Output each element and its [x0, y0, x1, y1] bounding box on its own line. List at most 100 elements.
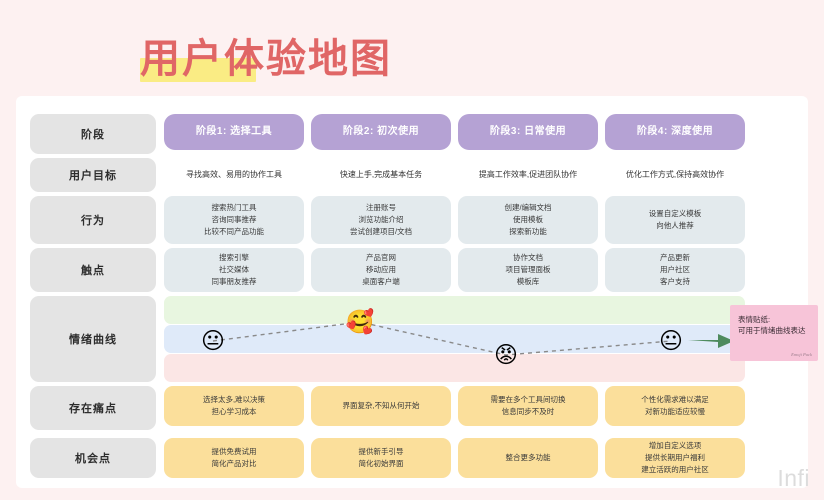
stage-header-3[interactable]: 阶段3: 日常使用 — [458, 114, 598, 150]
row-label-stage: 阶段 — [30, 114, 156, 154]
cell-line: 提供长期用户福利 — [645, 453, 705, 462]
behavior-cell-1[interactable]: 搜索热门工具咨询同事推荐比较不同产品功能 — [164, 196, 304, 244]
cell-line: 项目管理面板 — [505, 265, 551, 274]
stage-header-2-label: 阶段2: 初次使用 — [342, 126, 420, 137]
neutral-face-emoji[interactable]: 😐 — [659, 327, 683, 354]
pain-cell-2[interactable]: 界面复杂,不知从何开始 — [311, 386, 451, 426]
row-behavior: 行为 搜索热门工具咨询同事推荐比较不同产品功能 注册账号浏览功能介绍尝试创建项目… — [16, 196, 808, 244]
emotion-band-neutral — [164, 325, 745, 353]
cell-line: 浏览功能介绍 — [358, 215, 404, 224]
row-label-behavior: 行为 — [30, 196, 156, 244]
cell-line: 搜索引擎 — [219, 253, 249, 262]
cell-line: 搜索热门工具 — [211, 203, 257, 212]
cell-line: 注册账号 — [366, 203, 396, 212]
stage-header-4[interactable]: 阶段4: 深度使用 — [605, 114, 745, 150]
title-highlight — [140, 58, 256, 82]
title-text: 用户体验地图 — [140, 37, 392, 81]
user-goal-cell-4: 优化工作方式,保持高效协作 — [605, 158, 745, 192]
emotion-curve-line — [212, 321, 672, 356]
cell-line: 产品更新 — [660, 253, 690, 262]
cell-line: 对新功能适应较慢 — [645, 407, 705, 416]
opportunity-cell-1[interactable]: 提供免费试用简化产品对比 — [164, 438, 304, 478]
user-goal-cell-1: 寻找高效、易用的协作工具 — [164, 158, 304, 192]
cell-line: 个性化需求难以满足 — [641, 395, 709, 404]
pain-cell-4[interactable]: 个性化需求难以满足对新功能适应较慢 — [605, 386, 745, 426]
journey-map-card: 阶段 阶段1: 选择工具 阶段2: 初次使用 阶段3: 日常使用 阶段4: 深度… — [16, 96, 808, 488]
cell-line: 模板库 — [516, 277, 540, 286]
row-touchpoint: 触点 搜索引擎社交媒体同事朋友推荐 产品官网移动应用桌面客户端 协作文档项目管理… — [16, 248, 808, 292]
stage-header-1[interactable]: 阶段1: 选择工具 — [164, 114, 304, 150]
row-user-goal: 用户目标 寻找高效、易用的协作工具 快速上手,完成基本任务 提高工作效率,促进团… — [16, 158, 808, 192]
emotion-band-area: 😐 🥰 😡 😐 — [164, 296, 745, 382]
emotion-band-positive — [164, 296, 745, 324]
cell-line: 尝试创建项目/文档 — [349, 227, 413, 236]
cell-line: 信息同步不及时 — [501, 407, 555, 416]
opportunity-cell-2[interactable]: 提供新手引导简化初始界面 — [311, 438, 451, 478]
cell-line: 同事朋友推荐 — [211, 277, 257, 286]
cell-line: 简化产品对比 — [211, 459, 257, 468]
cell-line: 向他人推荐 — [656, 221, 694, 230]
behavior-cell-3[interactable]: 创建/编辑文档使用模板探索新功能 — [458, 196, 598, 244]
cell-line: 需要在多个工具间切换 — [490, 395, 566, 404]
cell-line: 用户社区 — [660, 265, 690, 274]
cell-line: 社交媒体 — [219, 265, 249, 274]
row-opportunity: 机会点 提供免费试用简化产品对比 提供新手引导简化初始界面 整合更多功能 增加自… — [16, 438, 808, 482]
touchpoint-cell-2[interactable]: 产品官网移动应用桌面客户端 — [311, 248, 451, 292]
touchpoint-cell-1[interactable]: 搜索引擎社交媒体同事朋友推荐 — [164, 248, 304, 292]
cell-line: 移动应用 — [366, 265, 396, 274]
opportunity-cell-3[interactable]: 整合更多功能 — [458, 438, 598, 478]
watermark: Infi — [777, 465, 810, 491]
cell-line: 界面复杂,不知从何开始 — [342, 401, 420, 410]
cell-line: 产品官网 — [366, 253, 396, 262]
row-label-emotion-curve: 情绪曲线 — [30, 296, 156, 382]
cell-line: 选择太多,难以决策 — [202, 395, 266, 404]
row-pain-point: 存在痛点 选择太多,难以决策担心学习成本 界面复杂,不知从何开始 需要在多个工具… — [16, 386, 808, 430]
row-label-touchpoint: 触点 — [30, 248, 156, 292]
sticky-note-signature: Emoji Pack — [791, 352, 812, 357]
neutral-face-emoji[interactable]: 😐 — [201, 327, 225, 354]
cell-line: 优化工作方式,保持高效协作 — [625, 170, 725, 179]
cell-line: 担心学习成本 — [211, 407, 257, 416]
row-label-pain-point: 存在痛点 — [30, 386, 156, 430]
stage-header-3-label: 阶段3: 日常使用 — [489, 126, 567, 137]
page-title: 用户体验地图 — [140, 30, 392, 88]
behavior-cell-2[interactable]: 注册账号浏览功能介绍尝试创建项目/文档 — [311, 196, 451, 244]
cell-line: 客户支持 — [660, 277, 690, 286]
stage-header-4-label: 阶段4: 深度使用 — [636, 126, 714, 137]
cell-line: 协作文档 — [513, 253, 543, 262]
cell-line: 探索新功能 — [509, 227, 547, 236]
cell-line: 提供免费试用 — [211, 447, 257, 456]
user-goal-cell-2: 快速上手,完成基本任务 — [311, 158, 451, 192]
angry-face-emoji[interactable]: 😡 — [494, 341, 518, 368]
row-emotion-curve: 情绪曲线 😐 🥰 😡 😐 — [16, 296, 808, 382]
smiling-with-hearts-emoji[interactable]: 🥰 — [345, 308, 375, 335]
cell-line: 简化初始界面 — [358, 459, 404, 468]
pain-cell-3[interactable]: 需要在多个工具间切换信息同步不及时 — [458, 386, 598, 426]
cell-line: 比较不同产品功能 — [204, 227, 264, 236]
cell-line: 创建/编辑文档 — [504, 203, 552, 212]
row-label-user-goal: 用户目标 — [30, 158, 156, 192]
touchpoint-cell-4[interactable]: 产品更新用户社区客户支持 — [605, 248, 745, 292]
cell-line: 寻找高效、易用的协作工具 — [186, 170, 282, 179]
sticky-note-line-1: 表情贴纸: — [738, 315, 771, 324]
stage-header-2[interactable]: 阶段2: 初次使用 — [311, 114, 451, 150]
cell-line: 建立活跃的用户社区 — [641, 465, 709, 474]
cell-line: 提高工作效率,促进团队协作 — [478, 170, 578, 179]
cell-line: 桌面客户端 — [362, 277, 400, 286]
cell-line: 增加自定义选项 — [648, 441, 702, 450]
cell-line: 整合更多功能 — [505, 453, 551, 462]
touchpoint-cell-3[interactable]: 协作文档项目管理面板模板库 — [458, 248, 598, 292]
cell-line: 提供新手引导 — [358, 447, 404, 456]
opportunity-cell-4[interactable]: 增加自定义选项提供长期用户福利建立活跃的用户社区 — [605, 438, 745, 478]
sticky-note-line-2: 可用于情绪曲线表达 — [738, 326, 806, 335]
user-goal-cell-3: 提高工作效率,促进团队协作 — [458, 158, 598, 192]
row-stage: 阶段 阶段1: 选择工具 阶段2: 初次使用 阶段3: 日常使用 阶段4: 深度… — [16, 114, 808, 154]
emotion-band-negative — [164, 354, 745, 382]
sticky-note-emoji-hint[interactable]: 表情贴纸: 可用于情绪曲线表达 Emoji Pack — [730, 305, 818, 361]
pain-cell-1[interactable]: 选择太多,难以决策担心学习成本 — [164, 386, 304, 426]
row-label-opportunity: 机会点 — [30, 438, 156, 478]
behavior-cell-4[interactable]: 设置自定义模板向他人推荐 — [605, 196, 745, 244]
stage-header-1-label: 阶段1: 选择工具 — [195, 126, 273, 137]
arrow-icon — [688, 334, 734, 348]
